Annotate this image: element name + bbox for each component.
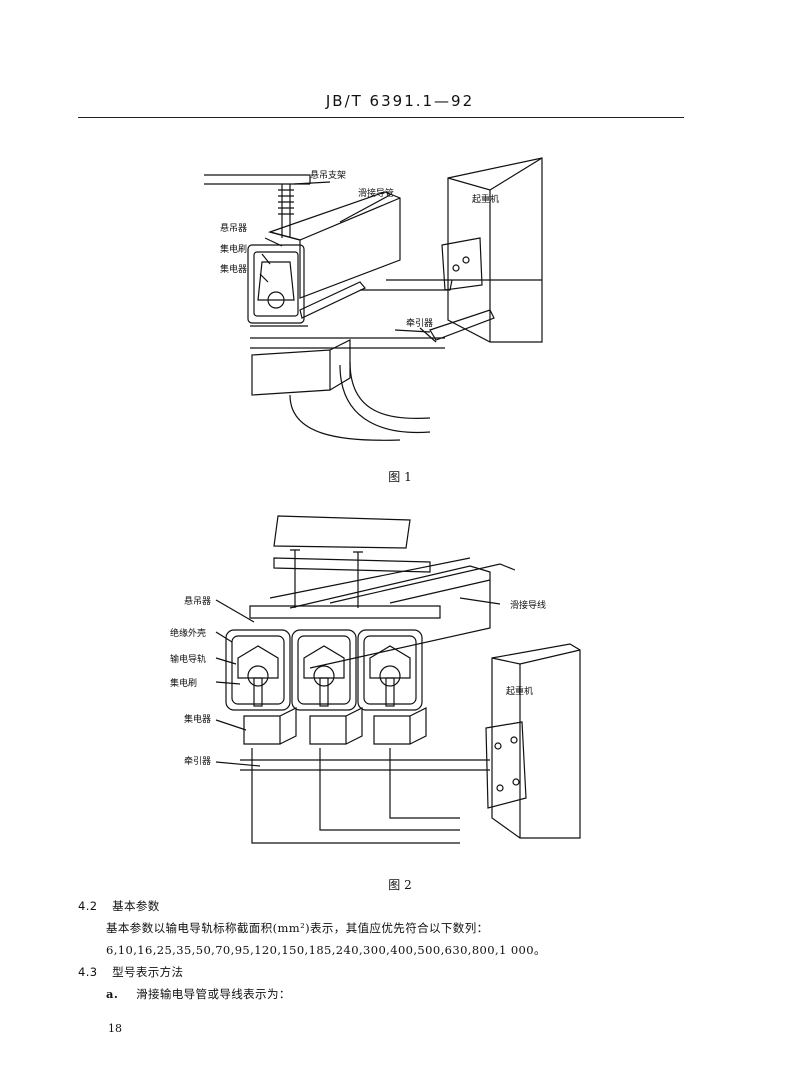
section-4-3-item-a: a. 滑接输电导管或导线表示为： — [106, 986, 291, 1002]
label-hanger-bracket: 悬吊支架 — [310, 169, 346, 181]
section-4-2-heading: 4.2 基本参数 — [78, 898, 160, 914]
section-4-3-heading: 4.3 型号表示方法 — [78, 964, 183, 980]
fig2-label-crane: 起重机 — [506, 685, 533, 697]
label-collector-brush: 集电刷 — [220, 243, 247, 255]
fig2-label-collector: 集电器 — [184, 713, 211, 725]
label-collector: 集电器 — [220, 263, 247, 275]
label-crane: 起重机 — [472, 193, 499, 205]
section-4-2-number-series: 6,10,16,25,35,50,70,95,120,150,185,240,3… — [106, 943, 546, 957]
figure-1-caption: 图 1 — [388, 470, 412, 484]
fig2-label-insulating-shell: 绝缘外壳 — [170, 627, 206, 639]
label-slide-conductor-pipe: 滑接导管 — [358, 187, 394, 199]
figure-2-caption: 图 2 — [388, 878, 412, 892]
figure-2-drawing: 悬吊器 滑接导线 绝缘外壳 输电导轨 集电刷 起重机 集电器 牵引器 — [170, 515, 581, 844]
header-rule — [78, 117, 684, 118]
section-4-3-title: 型号表示方法 — [112, 965, 184, 979]
fig2-label-slide-conductor-line: 滑接导线 — [510, 599, 546, 611]
section-4-2-title: 基本参数 — [112, 899, 160, 913]
fig2-label-hanger: 悬吊器 — [184, 596, 211, 607]
label-tractor: 牵引器 — [406, 318, 433, 329]
fig2-label-collector-brush: 集电刷 — [170, 677, 197, 689]
section-4-3-number: 4.3 — [78, 965, 98, 979]
fig2-label-tractor: 牵引器 — [184, 756, 211, 767]
item-a-text: 滑接输电导管或导线表示为： — [136, 987, 291, 1001]
figure-1-drawing: 悬吊支架 滑接导管 起重机 悬吊器 集电刷 集电器 牵引器 — [204, 157, 543, 441]
standard-number-header: JB/T 6391.1—92 — [325, 92, 475, 110]
section-4-2-paragraph: 基本参数以输电导轨标称截面积(mm²)表示，其值应优先符合以下数列： — [106, 921, 489, 935]
page-number: 18 — [108, 1022, 122, 1035]
section-4-2-number: 4.2 — [78, 899, 98, 913]
item-a-label: a. — [106, 987, 119, 1001]
label-hanger: 悬吊器 — [220, 223, 247, 234]
fig2-label-conductor-rail: 输电导轨 — [170, 653, 206, 665]
